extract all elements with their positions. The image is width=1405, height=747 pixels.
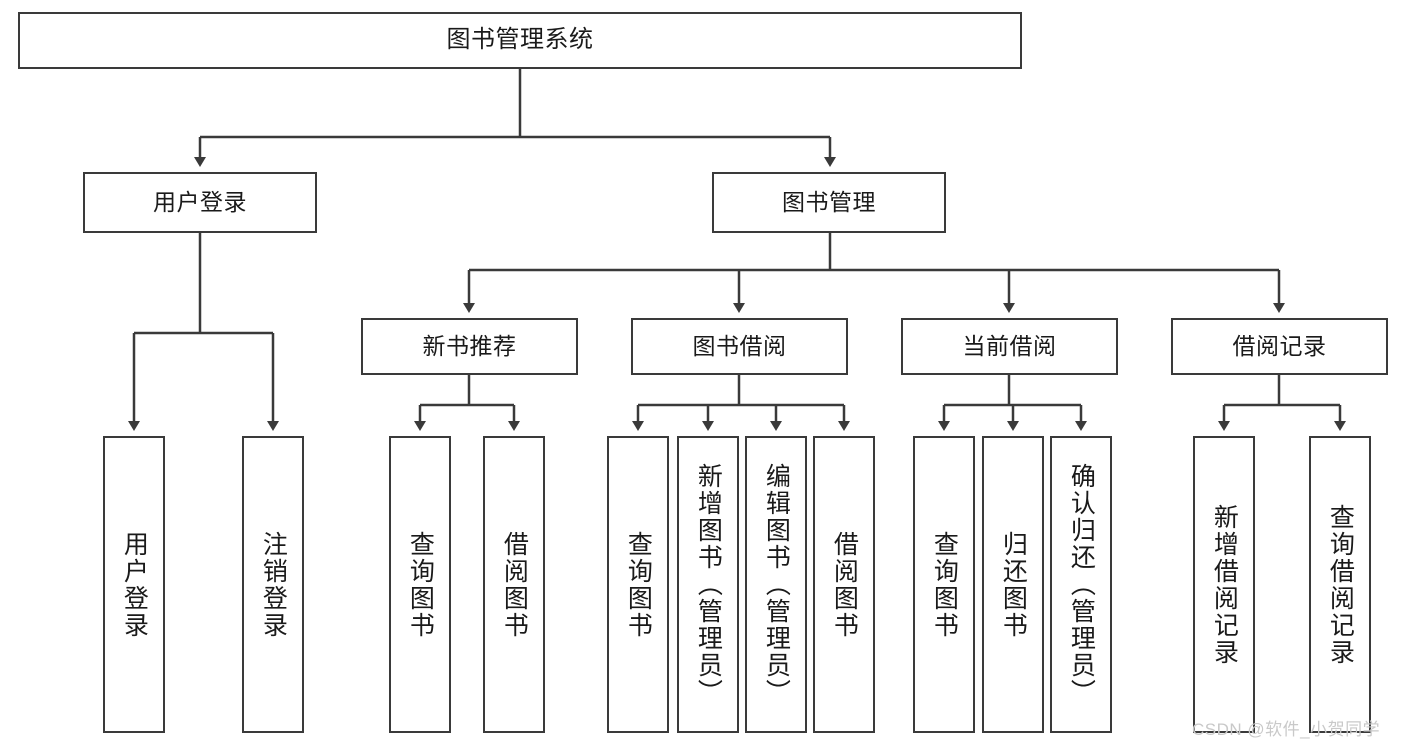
- node-book-borrow-label: 图书借阅: [692, 332, 787, 359]
- node-user-login-label: 用户登录: [153, 188, 247, 215]
- node-leaf-return-book-label: 归还图书: [999, 530, 1028, 639]
- node-leaf-query-record-label: 查询借阅记录: [1326, 503, 1355, 666]
- node-leaf-logout[interactable]: 注销登录: [242, 436, 304, 733]
- node-leaf-user-login[interactable]: 用户登录: [103, 436, 165, 733]
- node-leaf-return-book[interactable]: 归还图书: [982, 436, 1044, 733]
- node-current-borrow-label: 当前借阅: [962, 332, 1057, 359]
- node-leaf-query-book-3[interactable]: 查询图书: [913, 436, 975, 733]
- node-leaf-edit-book[interactable]: 编辑图书（管理员）: [745, 436, 807, 733]
- node-leaf-query-book-2-label: 查询图书: [624, 530, 653, 639]
- node-leaf-borrow-book-2-label: 借阅图书: [830, 530, 859, 639]
- node-leaf-borrow-book-2[interactable]: 借阅图书: [813, 436, 875, 733]
- node-borrow-record-label: 借阅记录: [1232, 332, 1327, 359]
- node-leaf-edit-book-label: 编辑图书（管理员）: [762, 463, 791, 706]
- node-leaf-query-book-1-label: 查询图书: [406, 530, 435, 639]
- node-leaf-borrow-book-1-label: 借阅图书: [500, 530, 529, 639]
- node-leaf-add-book[interactable]: 新增图书（管理员）: [677, 436, 739, 733]
- node-leaf-add-record-label: 新增借阅记录: [1210, 503, 1239, 666]
- node-leaf-logout-label: 注销登录: [259, 530, 288, 639]
- node-book-mgmt-label: 图书管理: [782, 188, 876, 215]
- node-leaf-borrow-book-1[interactable]: 借阅图书: [483, 436, 545, 733]
- node-root[interactable]: 图书管理系统: [18, 12, 1022, 69]
- node-leaf-add-book-label: 新增图书（管理员）: [694, 463, 723, 706]
- node-leaf-query-book-2[interactable]: 查询图书: [607, 436, 669, 733]
- node-leaf-confirm-return-label: 确认归还（管理员）: [1067, 463, 1096, 706]
- node-leaf-query-book-3-label: 查询图书: [930, 530, 959, 639]
- node-root-label: 图书管理系统: [446, 26, 594, 54]
- node-leaf-query-record[interactable]: 查询借阅记录: [1309, 436, 1371, 733]
- node-borrow-record[interactable]: 借阅记录: [1171, 318, 1388, 375]
- node-leaf-confirm-return[interactable]: 确认归还（管理员）: [1050, 436, 1112, 733]
- watermark: CSDN @软件_小贺同学: [1192, 720, 1381, 739]
- node-new-book-rec[interactable]: 新书推荐: [361, 318, 578, 375]
- node-leaf-user-login-label: 用户登录: [120, 530, 149, 639]
- node-new-book-rec-label: 新书推荐: [422, 332, 517, 359]
- node-leaf-add-record[interactable]: 新增借阅记录: [1193, 436, 1255, 733]
- node-user-login[interactable]: 用户登录: [83, 172, 317, 233]
- node-leaf-query-book-1[interactable]: 查询图书: [389, 436, 451, 733]
- node-book-borrow[interactable]: 图书借阅: [631, 318, 848, 375]
- node-current-borrow[interactable]: 当前借阅: [901, 318, 1118, 375]
- node-book-mgmt[interactable]: 图书管理: [712, 172, 946, 233]
